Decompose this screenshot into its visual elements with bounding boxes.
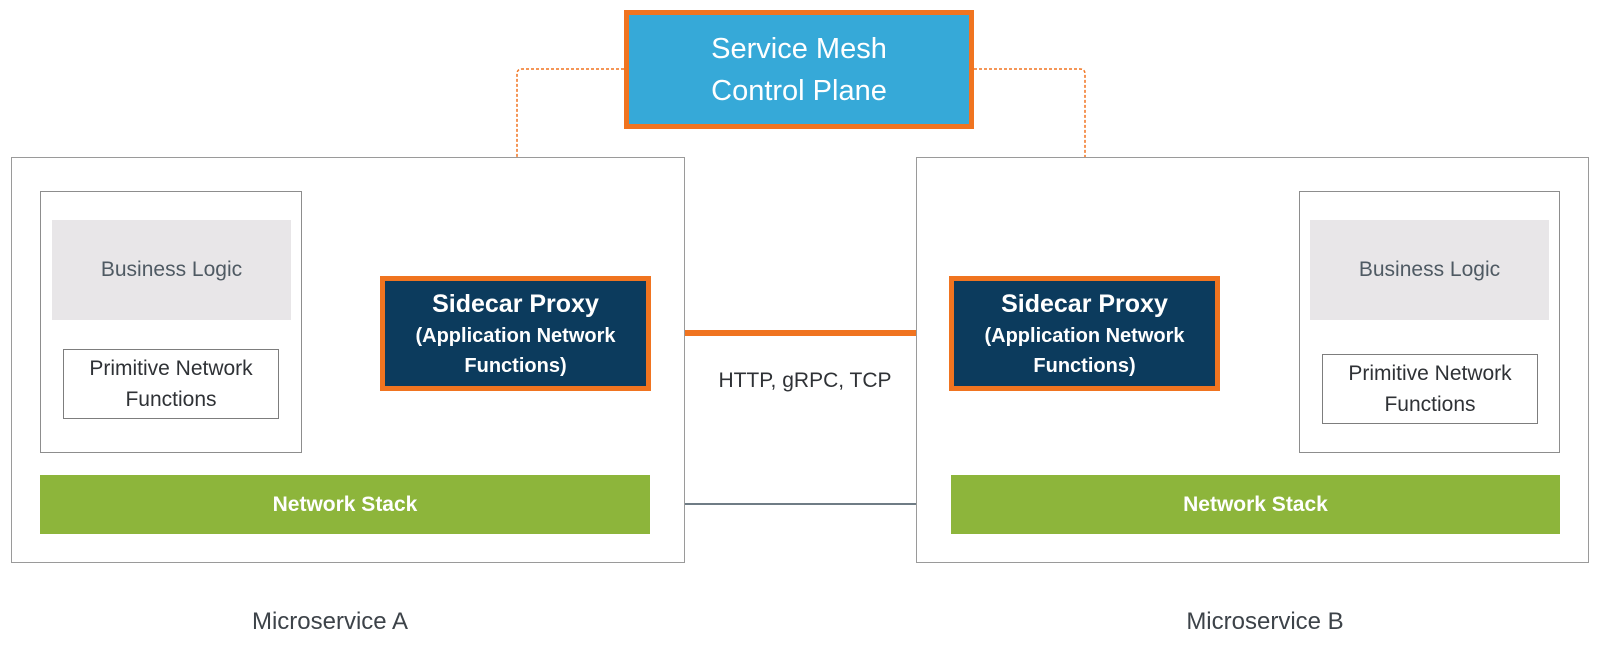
- microservice-a-network-stack: Network Stack: [40, 475, 650, 534]
- microservice-b-primitive-network-functions: Primitive Network Functions: [1322, 354, 1538, 424]
- sidecar-title: Sidecar Proxy: [432, 289, 599, 318]
- primitive-label-line2: Functions: [1384, 393, 1476, 416]
- microservice-b-label: Microservice B: [1115, 604, 1415, 640]
- sidecar-subtitle-line2: Functions): [1033, 354, 1136, 377]
- microservice-b-network-stack: Network Stack: [951, 475, 1560, 534]
- primitive-label-line1: Primitive Network: [1348, 362, 1512, 385]
- microservice-a-primitive-network-functions: Primitive Network Functions: [63, 349, 279, 419]
- sidecar-subtitle-line1: (Application Network: [984, 324, 1185, 347]
- primitive-label-line1: Primitive Network: [89, 357, 253, 380]
- sidecar-subtitle-line1: (Application Network: [415, 324, 616, 347]
- microservice-a-sidecar-proxy: Sidecar Proxy (Application Network Funct…: [380, 276, 651, 391]
- sidecar-subtitle-line2: Functions): [464, 354, 567, 377]
- microservice-a-name: Microservice A: [251, 608, 409, 635]
- network-stack-label: Network Stack: [272, 492, 418, 516]
- control-plane-box: Service Mesh Control Plane: [624, 10, 974, 129]
- microservice-b-name: Microservice B: [1186, 608, 1344, 635]
- business-logic-label: Business Logic: [100, 258, 243, 281]
- protocol-text: HTTP, gRPC, TCP: [718, 369, 892, 392]
- network-stack-label: Network Stack: [1183, 492, 1328, 516]
- microservice-b-sidecar-proxy: Sidecar Proxy (Application Network Funct…: [949, 276, 1220, 391]
- control-plane-title-line1: Service Mesh: [711, 32, 887, 65]
- microservice-b-business-logic: Business Logic: [1310, 220, 1549, 320]
- microservice-a-business-logic: Business Logic: [52, 220, 291, 320]
- business-logic-label: Business Logic: [1358, 258, 1501, 281]
- control-link-a: [516, 68, 624, 278]
- control-plane-title-line2: Control Plane: [711, 74, 887, 107]
- protocol-label: HTTP, gRPC, TCP: [700, 366, 910, 396]
- control-link-b: [974, 68, 1086, 278]
- sidecar-title: Sidecar Proxy: [1001, 289, 1168, 318]
- microservice-a-label: Microservice A: [180, 604, 480, 640]
- primitive-label-line2: Functions: [125, 388, 217, 411]
